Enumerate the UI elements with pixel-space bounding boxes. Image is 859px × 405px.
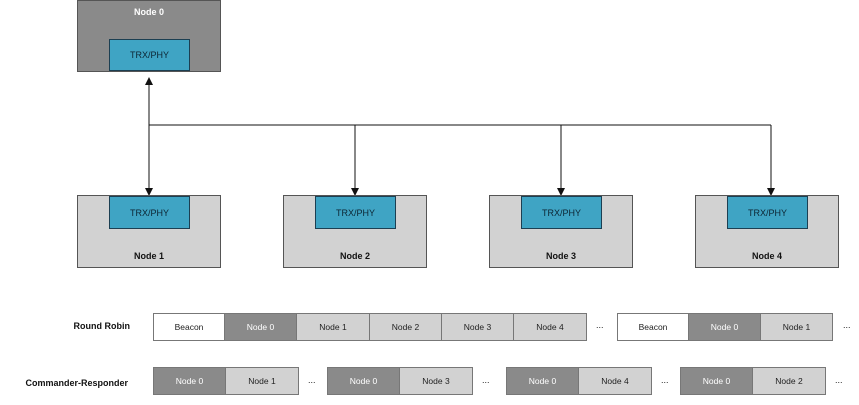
master-node: Node 0 TRX/PHY [77, 0, 221, 72]
node-1-box: TRX/PHY Node 1 [77, 195, 221, 268]
slot-node-0: Node 0 [153, 367, 226, 395]
slot-node-0: Node 0 [327, 367, 400, 395]
slot-node-4: Node 4 [579, 367, 652, 395]
round-robin-group-1: Beacon Node 0 Node 1 Node 2 Node 3 Node … [153, 313, 587, 341]
slot-node-3: Node 3 [400, 367, 473, 395]
slot-beacon: Beacon [617, 313, 689, 341]
commander-ellipsis-2: ... [482, 375, 490, 385]
slot-node-1: Node 1 [761, 313, 833, 341]
slot-node-4: Node 4 [514, 313, 587, 341]
slot-node-3: Node 3 [442, 313, 514, 341]
slot-node-0: Node 0 [680, 367, 753, 395]
commander-group-4: Node 0 Node 2 [680, 367, 826, 395]
node-2-trx-module: TRX/PHY [315, 196, 396, 229]
commander-ellipsis-4: ... [835, 375, 843, 385]
master-node-title: Node 0 [133, 7, 164, 17]
slot-beacon: Beacon [153, 313, 225, 341]
node-3-trx-module: TRX/PHY [521, 196, 602, 229]
slot-node-0: Node 0 [506, 367, 579, 395]
node-4-title: Node 4 [751, 251, 782, 261]
slot-node-1: Node 1 [226, 367, 299, 395]
commander-group-2: Node 0 Node 3 [327, 367, 473, 395]
commander-group-1: Node 0 Node 1 [153, 367, 299, 395]
round-robin-group-2: Beacon Node 0 Node 1 [617, 313, 833, 341]
slot-node-0: Node 0 [225, 313, 297, 341]
commander-ellipsis-3: ... [661, 375, 669, 385]
master-trx-module: TRX/PHY [109, 39, 190, 71]
node-3-box: TRX/PHY Node 3 [489, 195, 633, 268]
round-robin-label: Round Robin [73, 321, 130, 331]
commander-group-3: Node 0 Node 4 [506, 367, 652, 395]
commander-responder-label: Commander-Responder [25, 378, 128, 388]
slot-node-2: Node 2 [370, 313, 442, 341]
commander-ellipsis-1: ... [308, 375, 316, 385]
node-4-box: TRX/PHY Node 4 [695, 195, 839, 268]
node-4-trx-module: TRX/PHY [727, 196, 808, 229]
slot-node-1: Node 1 [297, 313, 370, 341]
round-robin-ellipsis-1: ... [596, 320, 604, 330]
slot-node-2: Node 2 [753, 367, 826, 395]
slot-node-0: Node 0 [689, 313, 761, 341]
node-1-title: Node 1 [133, 251, 164, 261]
round-robin-ellipsis-2: ... [843, 320, 851, 330]
node-2-box: TRX/PHY Node 2 [283, 195, 427, 268]
node-3-title: Node 3 [545, 251, 576, 261]
node-2-title: Node 2 [339, 251, 370, 261]
node-1-trx-module: TRX/PHY [109, 196, 190, 229]
